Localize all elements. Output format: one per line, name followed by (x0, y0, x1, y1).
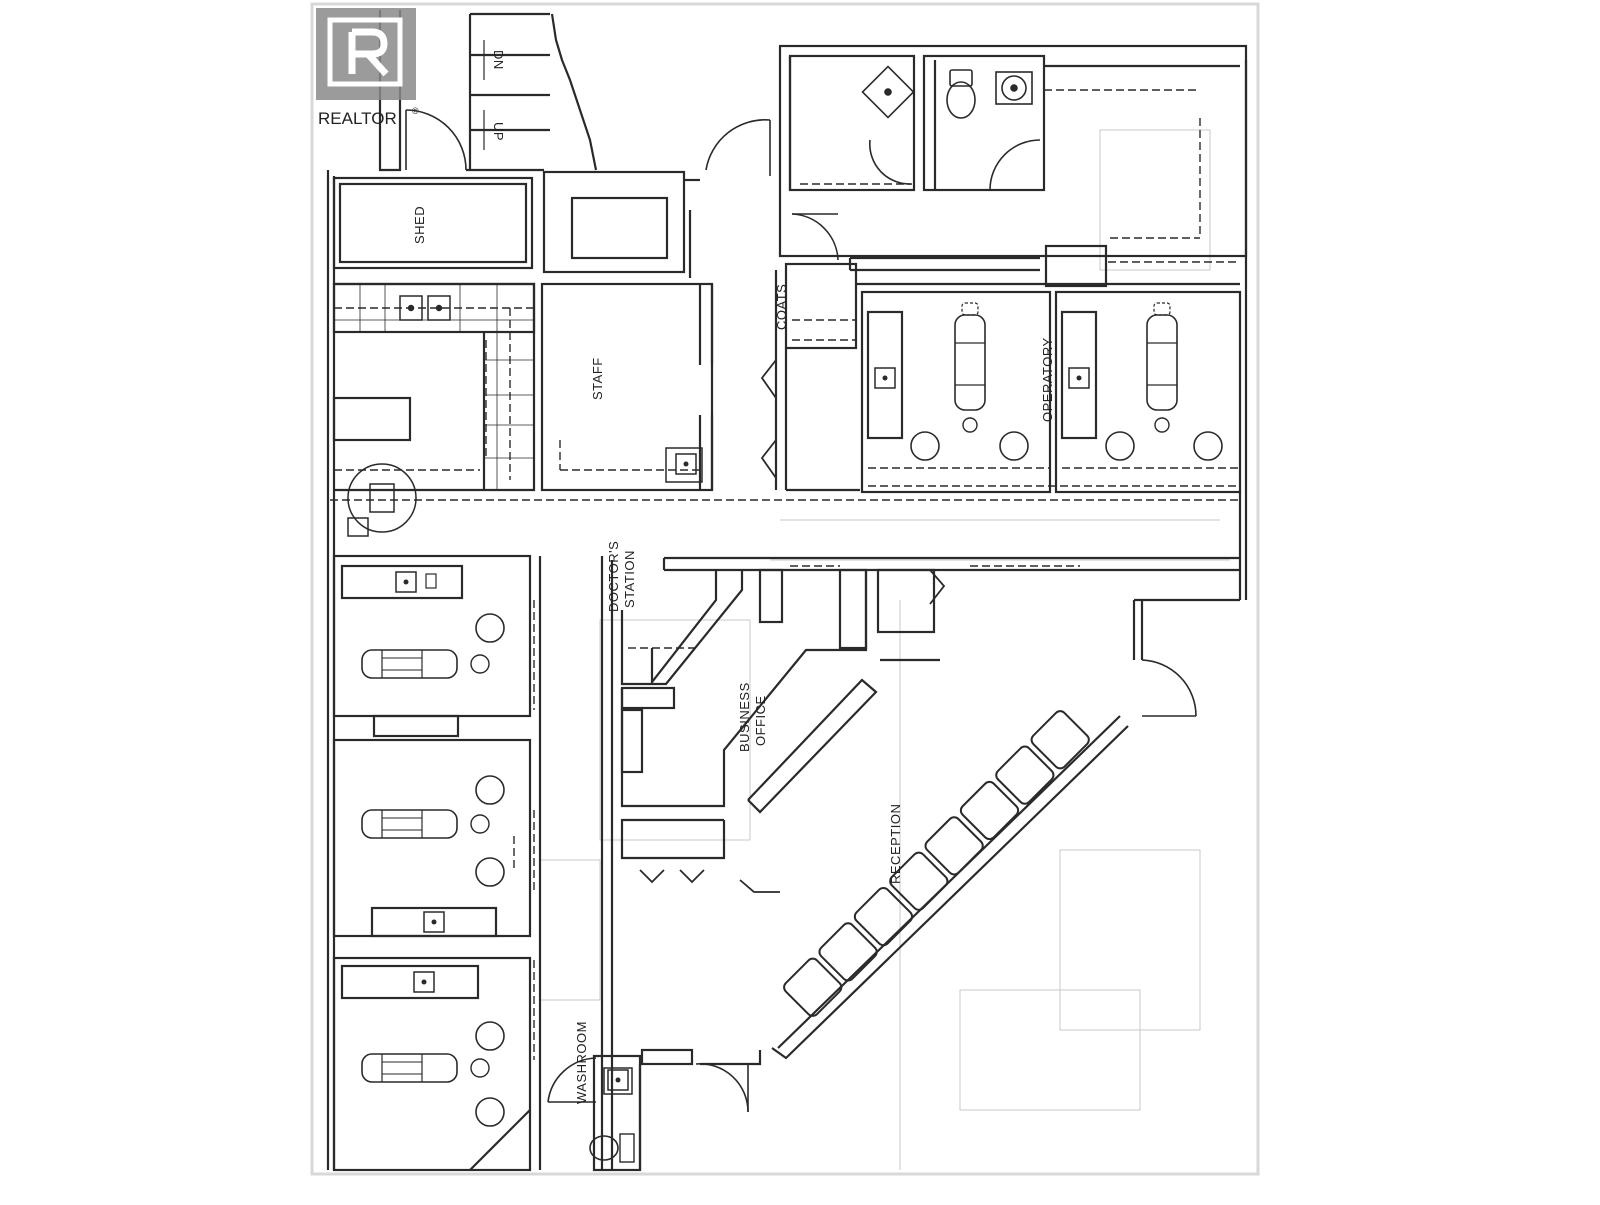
label-doctors-station-line2: STATION (622, 550, 637, 608)
label-washroom: WASHROOM (574, 1021, 589, 1104)
realtor-logo-text: REALTOR (318, 109, 397, 128)
faint-background-lines (539, 129, 1230, 1170)
lab-counter-grid (334, 284, 534, 490)
shed-room (332, 176, 534, 270)
stair-up-label: UP (491, 122, 506, 141)
walls (326, 10, 1248, 1172)
dashed-lines (330, 89, 1240, 1060)
realtor-logo: REALTOR ® (316, 8, 419, 128)
top-washroom-fixtures (861, 65, 1033, 119)
hallway-cabinets (639, 359, 946, 893)
label-staff: STAFF (590, 357, 605, 400)
realtor-registered-mark: ® (412, 106, 419, 116)
stair-down-label: DN (491, 50, 506, 70)
label-shed: SHED (412, 206, 427, 244)
label-business-office-line2: OFFICE (753, 695, 768, 746)
label-operatory: OPERATORY (1040, 337, 1055, 422)
operatory-left-1 (361, 571, 505, 679)
label-coats: COATS (774, 284, 789, 330)
label-business-office-line1: BUSINESS (737, 682, 752, 752)
label-reception: RECEPTION (888, 804, 903, 884)
label-doctors-station-line1: DOCTOR'S (606, 541, 621, 612)
door-swings (405, 109, 1197, 1113)
